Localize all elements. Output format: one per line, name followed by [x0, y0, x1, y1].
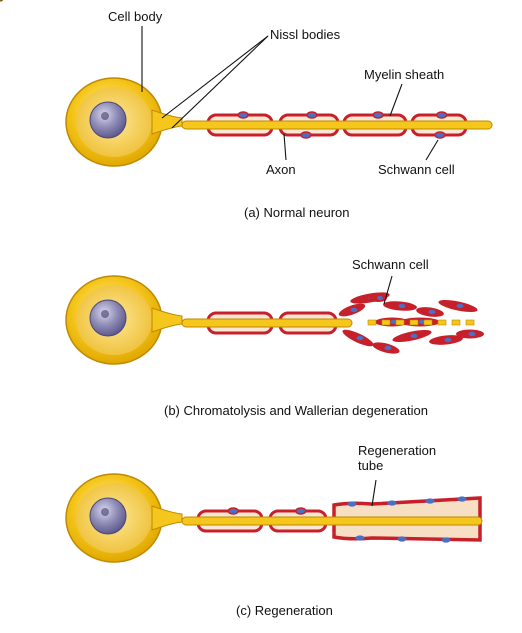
caption-panel-b: (b) Chromatolysis and Wallerian degenera… — [164, 403, 428, 418]
neuron-drawings — [0, 0, 492, 562]
neuron-cell-b — [0, 0, 182, 364]
schwann-nucleus — [388, 500, 397, 505]
schwann-nucleus — [377, 296, 383, 300]
nucleolus — [101, 508, 109, 516]
schwann-nucleus — [238, 112, 248, 118]
schwann-nucleus — [469, 332, 476, 336]
axon-fragment — [410, 320, 418, 325]
schwann-nucleus — [437, 112, 447, 118]
schwann-nucleus — [301, 132, 311, 138]
caption-panel-c: (c) Regeneration — [236, 603, 333, 618]
schwann-nucleus — [442, 537, 451, 542]
nissl-leader-1 — [162, 36, 268, 118]
schwann-nucleus — [357, 336, 364, 340]
regenerating-axon — [182, 517, 482, 525]
caption-panel-a: (a) Normal neuron — [244, 205, 350, 220]
axon-panel-b — [182, 290, 484, 356]
axon-fragment — [438, 320, 446, 325]
schwann-nucleus — [348, 501, 357, 506]
axon-fragment — [452, 320, 460, 325]
axon-leader — [284, 134, 286, 160]
schwann-nucleus — [411, 334, 418, 338]
axon-hillock — [152, 308, 182, 332]
label-nissl-bodies: Nissl bodies — [270, 28, 340, 43]
schwann-nucleus — [458, 496, 467, 501]
schwann-leader-b — [384, 276, 392, 304]
schwann-nucleus — [445, 338, 452, 342]
schwann-nucleus — [296, 508, 306, 514]
schwann-leader-a — [426, 140, 438, 160]
schwann-nucleus — [228, 508, 238, 514]
axon-fragment — [368, 320, 376, 325]
nucleus — [90, 300, 126, 336]
nucleolus — [101, 310, 109, 318]
axon-panel-a — [182, 112, 492, 138]
schwann-nucleus — [307, 112, 317, 118]
nissl-body — [0, 0, 3, 1]
schwann-nucleus — [426, 498, 435, 503]
schwann-nucleus — [399, 304, 406, 308]
nucleus — [90, 498, 126, 534]
schwann-nucleus — [429, 310, 436, 314]
label-regeneration-tube: Regeneration tube — [358, 444, 436, 474]
schwann-nucleus — [373, 112, 383, 118]
label-myelin-sheath: Myelin sheath — [364, 68, 444, 83]
axon — [182, 121, 492, 129]
nucleolus — [101, 112, 109, 120]
schwann-nucleus — [351, 308, 358, 312]
axon-fragment — [396, 320, 404, 325]
axon-hillock — [152, 506, 182, 530]
axon-panel-c — [182, 496, 482, 542]
schwann-nucleus — [435, 132, 445, 138]
label-schwann-cell-a: Schwann cell — [378, 163, 455, 178]
myelin-leader — [390, 84, 402, 116]
schwann-nucleus — [457, 304, 464, 308]
label-schwann-cell-b: Schwann cell — [352, 258, 429, 273]
axon-fragment — [466, 320, 474, 325]
schwann-nucleus — [398, 536, 407, 541]
label-axon: Axon — [266, 163, 296, 178]
schwann-nucleus — [385, 346, 392, 350]
label-cell-body: Cell body — [108, 10, 162, 25]
axon-stump — [182, 319, 352, 327]
nucleus — [90, 102, 126, 138]
schwann-nucleus — [356, 535, 365, 540]
axon-fragment — [382, 320, 390, 325]
axon-fragment — [424, 320, 432, 325]
